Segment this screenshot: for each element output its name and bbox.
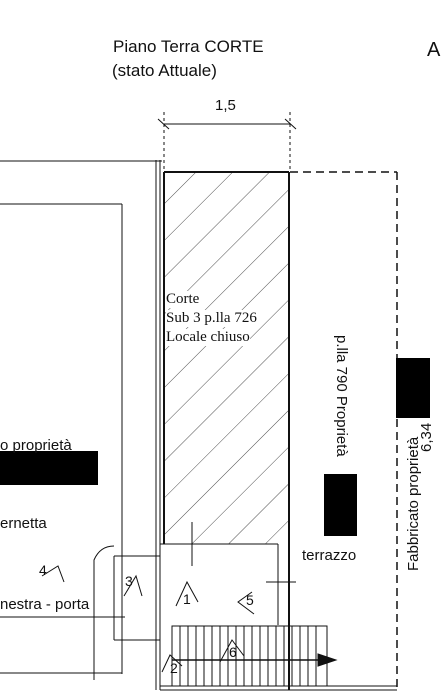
dimension-width-label: 1,5 [215, 97, 236, 114]
redaction-left [0, 451, 98, 485]
building-outline-lines [0, 160, 162, 690]
property-boundary-dashed [290, 171, 398, 690]
fabbricato-label: Fabbricato proprietà [405, 436, 422, 571]
left-finestra-label: nestra - porta [0, 596, 90, 613]
plla-790-label: p.lla 790 Proprietà [333, 335, 350, 457]
redaction-right [396, 358, 430, 418]
stairs [171, 625, 338, 687]
plan-title: Piano Terra CORTE [113, 37, 264, 56]
left-ernetta-label: ernetta [0, 515, 47, 532]
photo-point-2: 2 [170, 660, 178, 676]
photo-point-markers [41, 565, 255, 673]
corte-label-line3: Locale chiuso [166, 329, 250, 346]
left-proprieta-label: o proprietà [0, 437, 72, 454]
corte-label-line2: Sub 3 p.lla 726 [166, 310, 257, 327]
photo-point-5: 5 [246, 592, 254, 608]
photo-point-3: 3 [125, 573, 133, 589]
photo-point-4: 4 [39, 562, 47, 578]
corte-label-line1: Corte [166, 291, 200, 308]
corte-hatched-area [164, 172, 290, 544]
plan-title-right-fragment: A [427, 39, 441, 61]
left-building-lower [0, 545, 160, 680]
terrazzo-label: terrazzo [302, 547, 357, 564]
dimension-line-width [157, 112, 297, 172]
redaction-center [324, 474, 357, 536]
photo-point-1: 1 [183, 591, 191, 607]
photo-point-6: 6 [229, 644, 237, 660]
corte-walls [163, 171, 290, 690]
plan-subtitle: (stato Attuale) [112, 61, 217, 80]
